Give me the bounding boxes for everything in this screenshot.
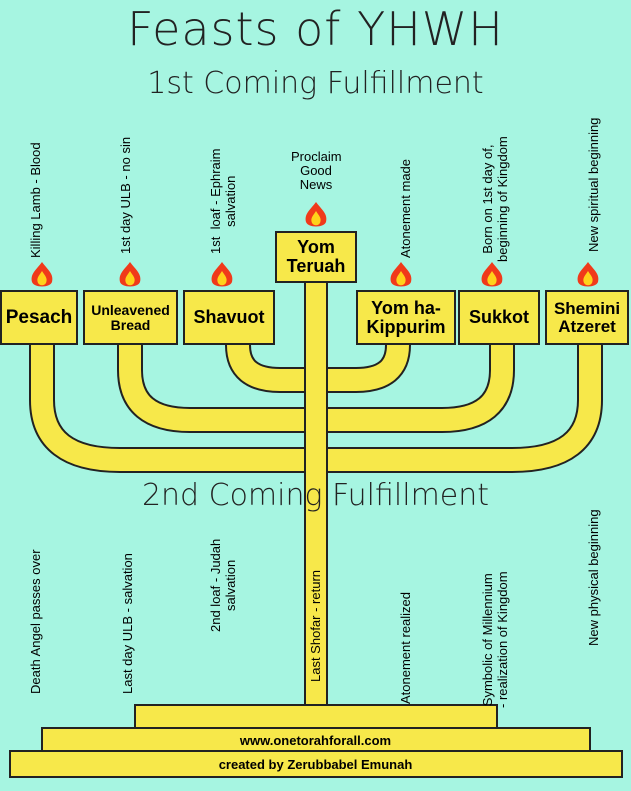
- feast-box-sukkot: Sukkot: [458, 290, 540, 345]
- flame-icon-kippurim: [390, 262, 412, 287]
- flame-icon-shavuot: [211, 262, 233, 287]
- label-2nd-shemini: New physical beginning: [586, 509, 601, 646]
- label-1st-pesach: Killing Lamb - Blood: [28, 142, 43, 258]
- label-1st-shavuot: 1st loaf - Ephraim salvation: [208, 148, 238, 255]
- label-2nd-yom-teruah: Last Shofar - return: [308, 570, 323, 682]
- credit-text: created by Zerubbabel Emunah: [218, 757, 413, 772]
- base-tier-3: [9, 750, 623, 778]
- website-text: www.onetorahforall.com: [239, 733, 392, 748]
- flame-icon-sukkot: [481, 262, 503, 287]
- feast-box-unleavened: Unleavened Bread: [83, 290, 178, 345]
- feast-box-pesach: Pesach: [0, 290, 78, 345]
- label-1st-kippurim: Atonement made: [398, 158, 413, 258]
- flame-icon-yom-teruah: [305, 202, 327, 227]
- label-2nd-unleavened: Last day ULB - salvation: [120, 553, 135, 694]
- flame-icon-unleavened: [119, 262, 141, 287]
- second-coming-heading: 2nd Coming Fulfillment: [141, 478, 490, 513]
- label-2nd-kippurim: Atonement realized: [398, 591, 413, 704]
- label-2nd-pesach: Death Angel passes over: [28, 549, 43, 694]
- feast-box-shavuot: Shavuot: [183, 290, 275, 345]
- flame-icon-pesach: [31, 262, 53, 287]
- label-1st-yom-teruah: Proclaim Good News: [291, 149, 342, 192]
- first-coming-heading: 1st Coming Fulfillment: [147, 66, 484, 101]
- flame-icon-shemini: [577, 262, 599, 287]
- label-1st-unleavened: 1st day ULB - no sin: [118, 136, 133, 254]
- feast-box-shemini: Shemini Atzeret: [545, 290, 629, 345]
- label-2nd-shavuot: 2nd loaf - Judah salvation: [208, 538, 238, 632]
- feast-box-kippurim: Yom ha- Kippurim: [356, 290, 456, 345]
- base-tier-1: [134, 704, 498, 730]
- label-1st-shemini: New spiritual beginning: [586, 117, 601, 252]
- label-2nd-sukkot: Symbolic of Millennium - realization of …: [480, 571, 510, 708]
- label-1st-sukkot: Born on 1st day of, beginning of Kingdom: [480, 136, 510, 262]
- feast-box-yom-teruah: Yom Teruah: [275, 231, 357, 283]
- page-title: Feasts of YHWH: [127, 2, 504, 56]
